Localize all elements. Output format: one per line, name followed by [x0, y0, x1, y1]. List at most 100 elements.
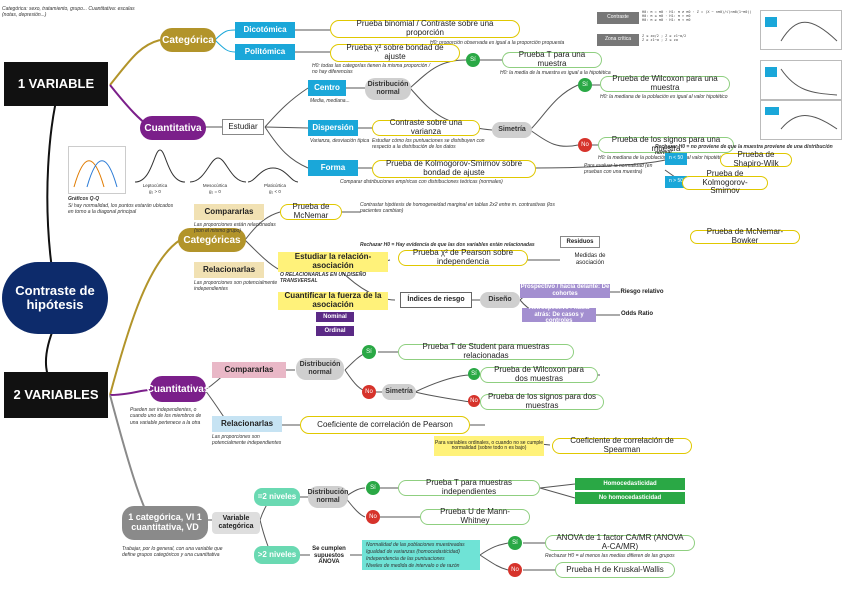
- medidas-asociacion: Medidas de asociación: [574, 253, 606, 266]
- variable-categorica: Variable categórica: [212, 512, 260, 534]
- formula-block-1: H0: π = π0 · H1: π ≠ π0 · Z = (X − nπ0)/…: [642, 10, 752, 23]
- mixta-node: 1 categórica, VI 1 cuantitativa, VD: [122, 506, 208, 540]
- forma-node: Forma: [308, 160, 358, 176]
- anova-note: Rechazar H0 = al menos las medias difier…: [545, 553, 675, 559]
- estudiar-relacion: Estudiar la relación-asociación: [278, 252, 388, 272]
- anova-un-factor: ANOVA de 1 factor CA/MR (ANOVA A-CA/MR): [545, 533, 695, 551]
- prospectivo-node: Prospectivo / hacia delante: De cohortes: [520, 284, 610, 298]
- no-badge-4: No: [366, 510, 380, 524]
- chi-pearson-independencia: Prueba χ² de Pearson sobre independencia: [398, 248, 528, 266]
- cuant-note: Pueden ser independientes, o cuando uno …: [130, 407, 202, 426]
- ordinales-note: Para variables ordinales, o cuando no se…: [434, 436, 544, 456]
- categorica-node: Categórica: [160, 28, 216, 52]
- shapiro-wilk: Prueba de Shapiro-Wilk: [720, 150, 792, 168]
- rechazar-h0-normal: Rechazar H0 = no proviene de que la mues…: [655, 144, 833, 157]
- curve-value-1: g₂ > 0: [149, 189, 161, 194]
- no-badge-5: No: [508, 563, 522, 577]
- categoria-nominal: Nominal: [316, 312, 354, 322]
- cat-note: Las proporciones están relacionadas (son…: [194, 222, 276, 235]
- rel-note: Las proporciones son potencialmente inde…: [194, 280, 278, 293]
- no-homocedasticidad: No homocedasticidad: [575, 492, 685, 504]
- si-badge-4: Sí: [468, 368, 480, 380]
- t-una-note: H0: la media de la muestra es igual a la…: [500, 70, 611, 76]
- odds-ratio: Odds Ratio: [620, 310, 653, 317]
- homocedasticidad: Homocedasticidad: [575, 478, 685, 490]
- mini-chart-1: [760, 10, 842, 50]
- compararlas-cuant: Compararlas: [212, 362, 286, 378]
- centro-sub: Media, mediana...: [310, 98, 350, 104]
- centro-node: Centro: [308, 80, 346, 96]
- wilcoxon-una-note: H0: la mediana de la población es igual …: [600, 94, 728, 100]
- qq-plot-image: [68, 146, 126, 194]
- intro-note: Categórica: sexo, tratamiento, grupo... …: [2, 6, 135, 19]
- signos-una-note: H0: la mediana de la población es igual …: [598, 155, 726, 161]
- zona-critica-tag: Zona crítica: [597, 34, 639, 46]
- chi-note: H0: todas las categorías tienen la misma…: [312, 63, 431, 76]
- chi-indep-note: Rechazar H0 = Hay evidencia de que las d…: [360, 242, 535, 248]
- si-badge-3: Sí: [362, 345, 376, 359]
- cuantitativa-node: Cuantitativa: [140, 116, 206, 140]
- t-muestras-independientes: Prueba T para muestras independientes: [398, 478, 540, 496]
- indices-riesgo: Índices de riesgo: [400, 292, 472, 308]
- mixta-note: Trabajar, por lo general, con una variab…: [122, 546, 223, 559]
- mcnemar-note: Contrastar hipótesis de homogeneidad mar…: [360, 202, 555, 215]
- n-mayor-50: n > 50: [665, 176, 687, 188]
- signos-una-muestra: Prueba de los signos para una muestra: [598, 135, 734, 153]
- supuestos-list: Normalidad de las poblaciones muestreada…: [362, 540, 480, 570]
- normalidad-note: Para evaluar la normalidad (en pruebas c…: [584, 163, 653, 176]
- no-badge-1: No: [578, 138, 592, 152]
- ks-note: Comparar distribuciones empíricas con di…: [340, 179, 503, 185]
- graficos-qq-note: Si hay normalidad, los puntos estarán ub…: [68, 203, 174, 216]
- spearman-correlation: Coeficiente de correlación de Spearman: [552, 436, 692, 454]
- mcnemar-test: Prueba de McNemar: [280, 202, 342, 220]
- cuantificar-fuerza: Cuantificar la fuerza de la asociación: [278, 291, 388, 310]
- graficos-qq-title: Gráficos Q-Q: [68, 196, 100, 202]
- dispersion-sub: Varianza, desviación típica: [310, 138, 370, 144]
- relacionarlas-cuant: Relacionarlas: [212, 416, 282, 432]
- chi-bondad-ajuste: Prueba χ² sobre bondad de ajuste: [330, 43, 460, 62]
- si-badge-1: Sí: [466, 53, 480, 67]
- mini-chart-3: [760, 100, 842, 140]
- supuesto-1: Normalidad de las poblaciones muestreada…: [366, 542, 465, 548]
- kolmogorov-bondad: Prueba de Kolmogorov-Smirnov sobre bonda…: [372, 159, 536, 178]
- contraste-varianza: Contraste sobre una varianza: [372, 118, 480, 136]
- relacionarlas-cat: Relacionarlas: [194, 262, 264, 278]
- dispersion-node: Dispersión: [308, 120, 358, 136]
- distribucion-normal-2: Distribución normal: [296, 358, 344, 380]
- curve-label-2: Mesocúrtica: [202, 183, 228, 188]
- simetria-2: Simetría: [382, 384, 416, 400]
- compararlas-cat: Compararlas: [194, 204, 264, 220]
- curve-value-3: g₂ < 0: [269, 189, 281, 194]
- wilcoxon-una-muestra: Prueba de Wilcoxon para una muestra: [600, 74, 730, 92]
- curve-label-1: Leptocúrtica: [142, 183, 168, 188]
- rel2-note: Las proporciones son potencialmente inde…: [212, 434, 282, 447]
- supuesto-3: Independencia de las puntuaciones: [366, 556, 445, 562]
- si-badge-2: Sí: [578, 78, 592, 92]
- supuesto-4: Niveles de medida de intervalo o de razó…: [366, 563, 460, 569]
- curve-value-2: g₂ = 0: [209, 189, 221, 194]
- no-badge-2: No: [362, 385, 376, 399]
- mcnemar-bowker: Prueba de McNemar-Bowker: [690, 227, 800, 245]
- dos-niveles: =2 niveles: [254, 488, 300, 506]
- two-variables-node: 2 VARIABLES: [4, 372, 108, 418]
- supuesto-2: Igualdad de varianzas (homocedasticidad): [366, 549, 460, 555]
- t-una-muestra: Prueba T para una muestra: [502, 50, 602, 68]
- wilcoxon-dos-muestras: Prueba de Wilcoxon para dos muestras: [480, 365, 598, 383]
- estudiar-node: Estudiar: [222, 119, 264, 135]
- mini-chart-2: [760, 60, 842, 100]
- signos-dos-muestras: Prueba de los signos para dos muestras: [480, 392, 604, 410]
- supuestos-anova: Se cumplen supuestos ANOVA: [312, 546, 346, 566]
- contraste-tag: Contraste: [597, 12, 639, 24]
- mann-whitney: Prueba U de Mann-Whitney: [420, 507, 530, 525]
- binomial-note: H0: proporción observada es igual a la p…: [430, 40, 565, 46]
- varianza-note: Estudiar cómo los puntuaciones se distri…: [372, 138, 485, 151]
- politomica-node: Politómica: [235, 44, 295, 60]
- si-badge-6: Sí: [508, 536, 522, 550]
- kurtosis-curves: [134, 149, 299, 183]
- retrospectivo-node: Retrospectivo / hacia atrás: De casos y …: [522, 305, 596, 324]
- dicotomica-node: Dicotómica: [235, 22, 295, 38]
- si-badge-5: Sí: [366, 481, 380, 495]
- kruskal-wallis: Prueba H de Kruskal-Wallis: [555, 562, 675, 578]
